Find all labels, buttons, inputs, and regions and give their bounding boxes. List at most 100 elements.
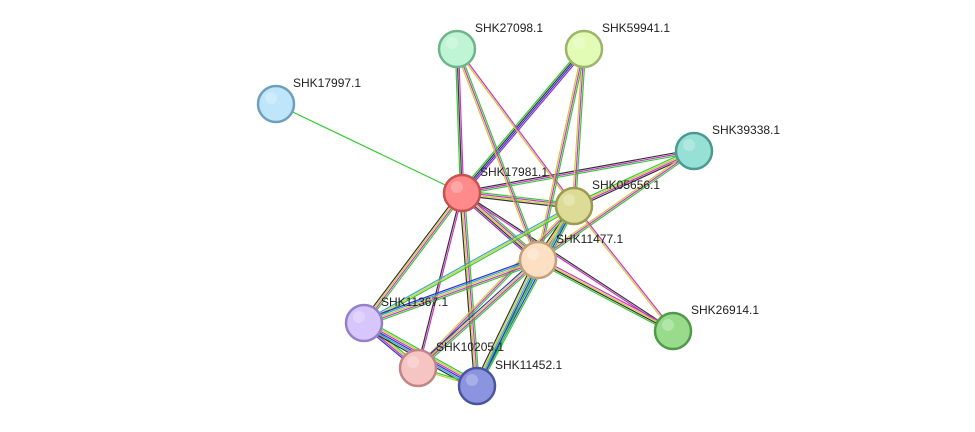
edge-line-yellow [363,205,575,324]
edge-line-magenta [538,257,675,330]
node-shk05656-1[interactable] [554,186,594,226]
node-highlight [407,356,419,368]
node-shk11452-1[interactable] [457,366,497,406]
edge-line-yellow [571,48,584,206]
edge-line-black [537,260,673,333]
node-highlight [353,311,365,323]
node-shk27098-1[interactable] [437,29,477,69]
edge-line-yellow [460,193,477,387]
node-label-shk27098-1: SHK27098.1 [475,21,543,35]
node-label-shk17981-1: SHK17981.1 [480,165,548,179]
node-highlight [662,319,674,331]
edge-line-black [460,48,584,193]
node-circle[interactable] [398,348,438,388]
edge-line-green [365,194,465,325]
node-shk17997-1[interactable] [256,84,296,124]
edge-line-yellow [362,192,462,323]
node-circle[interactable] [653,311,693,351]
edge-line-blue [362,256,538,321]
node-circle[interactable] [518,240,558,280]
node-circle[interactable] [344,303,384,343]
edge-line-cyan [476,259,539,387]
node-circle[interactable] [554,186,594,226]
node-label-shk17997-1: SHK17997.1 [293,76,361,90]
node-label-shk59941-1: SHK59941.1 [602,21,670,35]
node-highlight [265,92,277,104]
edge-shk17981-1-shk11367-1 [361,191,465,325]
edge-line-blue [477,206,576,387]
edge-line-magenta [574,151,695,208]
edge-line-green [574,49,587,207]
edge-line-yellow [417,258,538,368]
node-highlight [573,37,585,49]
edge-line-magenta [457,48,465,193]
node-shk59941-1[interactable] [564,29,604,69]
node-circle[interactable] [256,84,296,124]
node-highlight [527,248,539,260]
node-shk26914-1[interactable] [653,311,693,351]
edge-line-green [275,103,463,194]
edge-shk17981-1-shk59941-1 [459,47,587,195]
edge-shk05656-1-shk11367-1 [362,204,576,325]
edge-line-green [454,49,462,194]
edge-shk17981-1-shk17997-1 [275,103,463,194]
node-circle[interactable] [437,29,477,69]
node-layer [256,29,714,406]
node-label-shk11367-1: SHK11367.1 [381,295,448,309]
node-highlight [563,194,575,206]
node-highlight [683,139,695,151]
node-shk11477-1[interactable] [518,240,558,280]
edge-line-green [536,261,673,334]
edge-line-black [361,191,461,322]
edge-line-yellow [572,206,673,332]
node-shk11367-1[interactable] [344,303,384,343]
edge-line-black [416,192,462,368]
edge-shk11477-1-shk10205-1 [415,257,541,371]
edge-line-yellow [454,49,538,261]
edge-shk17981-1-shk26914-1 [461,191,674,333]
edge-shk27098-1-shk11477-1 [454,48,541,261]
edge-line-blue [415,257,537,367]
node-highlight [466,374,478,386]
edge-line-purple [463,50,587,195]
edge-shk17981-1-shk27098-1 [454,48,465,194]
edge-shk05656-1-shk11452-1 [474,204,577,388]
node-circle[interactable] [442,173,482,213]
edge-line-green [463,192,480,386]
edge-line-magenta [574,205,675,331]
node-label-shk10205-1: SHK10205.1 [436,340,504,354]
node-circle[interactable] [457,366,497,406]
label-layer: SHK17981.1 SHK17997.1 SHK27098.1 SHK59941.1… [293,21,780,372]
edge-line-magenta [456,48,539,261]
node-label-shk39338-1: SHK39338.1 [712,123,780,137]
edge-line-green [572,148,694,205]
node-shk17981-1[interactable] [442,173,482,213]
node-circle[interactable] [674,131,714,171]
edge-line-green [538,49,587,261]
edge-line-black [473,258,536,385]
edge-line-blue [462,49,586,194]
edge-line-magenta [418,260,539,370]
edge-line-magenta [573,48,585,207]
edge-line-magenta [462,192,479,386]
edge-line-yellow [573,149,694,206]
edge-line-cyan [362,204,574,323]
edge-line-blue [477,260,540,387]
node-highlight [451,181,463,193]
edge-line-magenta [364,193,464,324]
node-circle[interactable] [564,29,604,69]
edge-line-magenta [537,150,695,261]
edge-line-green [419,261,541,371]
edge-line-green [364,206,576,325]
edge-line-yellow [536,149,694,260]
node-shk39338-1[interactable] [674,131,714,171]
edge-line-yellow [538,258,674,331]
node-highlight [446,37,458,49]
edge-line-yellow [416,204,574,368]
edge-line-black [456,48,463,194]
edge-shk39338-1-shk11477-1 [536,149,696,262]
edge-shk11477-1-shk11452-1 [473,258,542,388]
edge-line-yellow [475,259,538,386]
node-shk10205-1[interactable] [398,348,438,388]
